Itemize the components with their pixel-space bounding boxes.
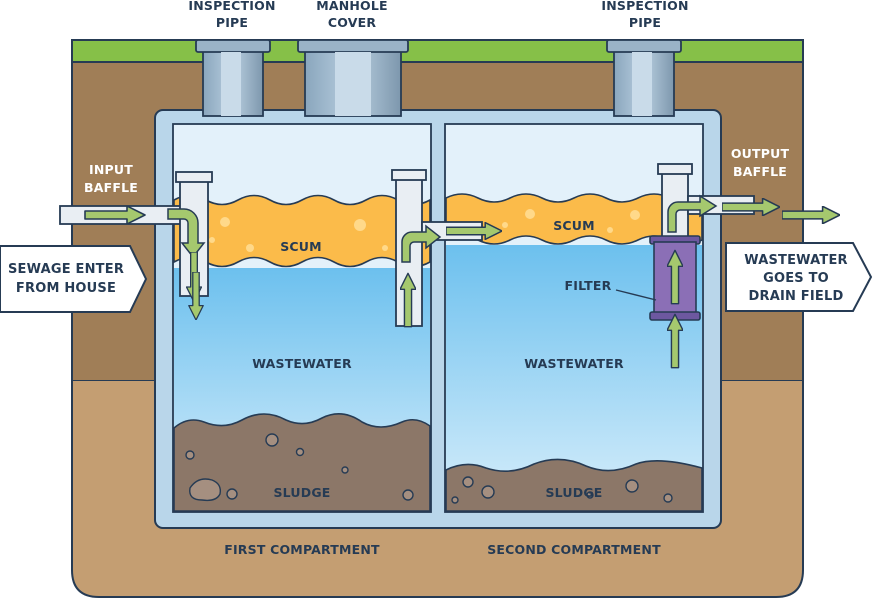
wastewater-goes-line1: WASTEWATER [744, 253, 848, 268]
wastewater-label-1: WASTEWATER [252, 356, 352, 371]
output-baffle-line1: OUTPUT [731, 146, 790, 161]
grass-strip [71, 39, 804, 63]
scum-layer-1 [173, 194, 431, 268]
input-baffle-line1: INPUT [89, 162, 133, 177]
input-baffle [59, 171, 213, 320]
sludge-layer-1 [173, 413, 431, 512]
manhole-cover-line2: COVER [328, 15, 376, 30]
scum-bubbles-1 [209, 217, 388, 252]
inspection-pipe-left [195, 39, 271, 117]
wastewater-goes-line3: DRAIN FIELD [749, 289, 844, 304]
inspection-pipe-right [606, 39, 682, 117]
filter-label: FILTER [565, 278, 612, 293]
transfer-baffle [391, 169, 502, 328]
manhole-cover [297, 39, 409, 117]
first-compartment-label: FIRST COMPARTMENT [224, 542, 380, 557]
second-compartment-label: SECOND COMPARTMENT [487, 542, 661, 557]
filter [615, 235, 701, 369]
sludge-label-1: SLUDGE [273, 485, 330, 500]
wastewater-label-2: WASTEWATER [524, 356, 624, 371]
sewage-enter-line1: SEWAGE ENTER [8, 262, 124, 277]
tank [59, 39, 840, 529]
input-baffle-line2: BAFFLE [84, 180, 138, 195]
output-baffle-line2: BAFFLE [733, 164, 787, 179]
sewage-enter-sign: SEWAGE ENTER FROM HOUSE [0, 245, 148, 313]
sewage-enter-line2: FROM HOUSE [16, 281, 116, 296]
scum-bubbles-2 [502, 209, 640, 233]
sludge-label-2: SLUDGE [545, 485, 602, 500]
scum-layer-2 [445, 193, 703, 245]
second-compartment [444, 123, 704, 513]
wastewater-goes-sign: WASTEWATER GOES TO DRAIN FIELD [725, 242, 873, 312]
inspection-pipe-left-line2: PIPE [216, 15, 248, 30]
inspection-pipe-left-line1: INSPECTION [188, 0, 275, 13]
manhole-cover-line1: MANHOLE [316, 0, 388, 13]
sludge-stones-1 [185, 433, 414, 502]
filter-leader-line [615, 289, 657, 301]
wastewater-goes-line2: GOES TO [763, 271, 829, 286]
scum-label-2: SCUM [553, 218, 595, 233]
inspection-pipe-right-line1: INSPECTION [601, 0, 688, 13]
inspection-pipe-right-line2: PIPE [629, 15, 661, 30]
first-compartment [172, 123, 432, 513]
sludge-stones-2 [451, 476, 673, 504]
output-baffle [657, 163, 840, 247]
scum-label-1: SCUM [280, 239, 322, 254]
sludge-layer-2 [445, 458, 703, 512]
